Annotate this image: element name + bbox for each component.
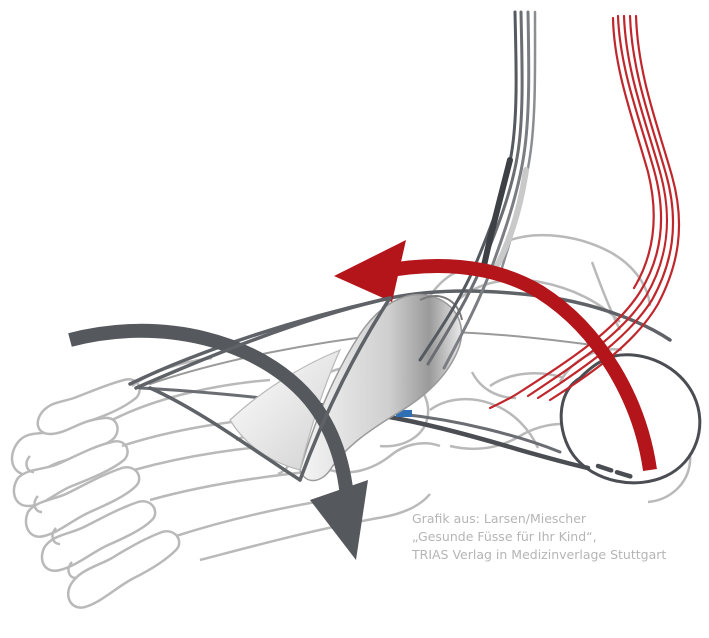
tendon-sling <box>230 295 462 481</box>
credit-line-3: TRIAS Verlag in Medizinverlage Stuttgart <box>412 546 666 564</box>
credit-line-1: Grafik aus: Larsen/Miescher <box>412 510 666 528</box>
credit-line-2: „Gesunde Füsse für Ihr Kind“, <box>412 528 666 546</box>
image-credit: Grafik aus: Larsen/Miescher „Gesunde Füs… <box>412 510 666 564</box>
toe-bones <box>12 379 179 607</box>
